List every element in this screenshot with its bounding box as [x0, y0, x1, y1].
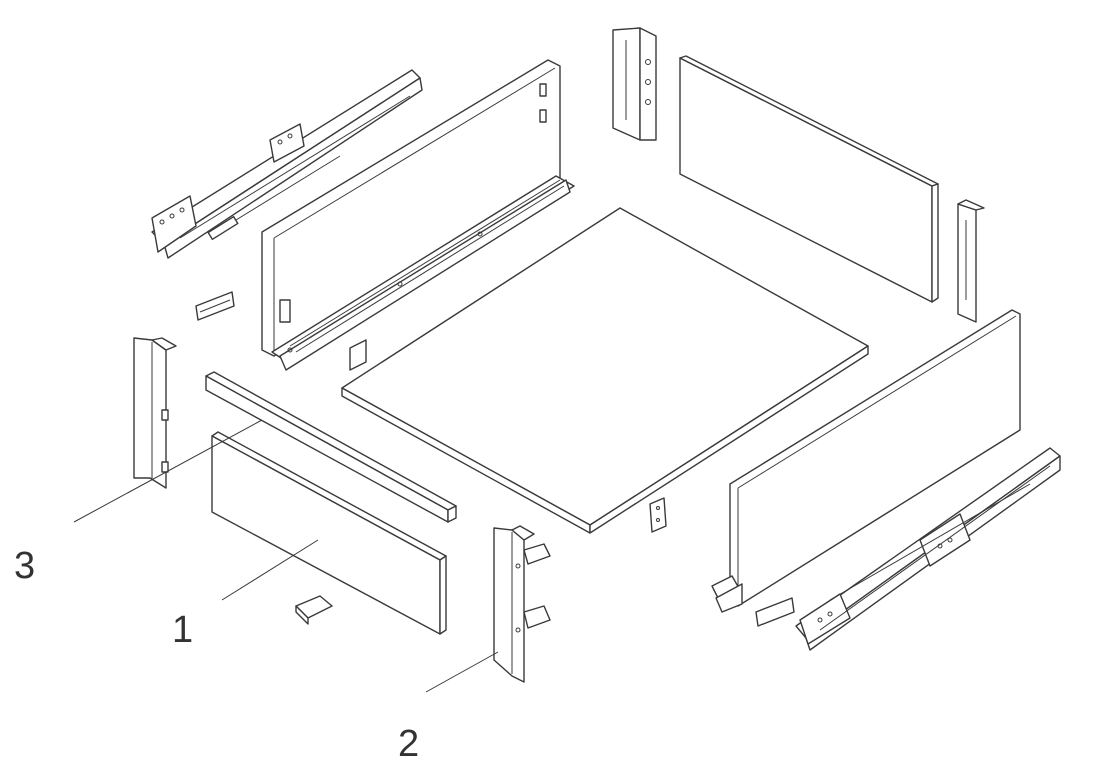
drawer-bottom-panel: [341, 207, 869, 534]
right-runner: [795, 447, 1061, 651]
leader-line-3: [73, 419, 263, 523]
small-plate: [649, 497, 667, 533]
small-tab-rear: [349, 339, 367, 371]
leader-line-2: [425, 651, 499, 693]
back-panel: [679, 55, 939, 303]
leader-line-1: [221, 539, 319, 601]
clip-front: [295, 595, 333, 625]
callout-label-2: 2: [398, 723, 419, 759]
front-rail-bar: [205, 371, 457, 523]
front-bracket-right: [493, 525, 551, 683]
callout-label-1: 1: [172, 609, 193, 651]
callout-label-3: 3: [14, 545, 35, 587]
rear-connector-right: [957, 199, 985, 323]
front-bracket-left: [133, 337, 177, 489]
rear-connector-left: [612, 27, 657, 141]
left-runner: [151, 69, 423, 259]
clip-left: [195, 291, 235, 321]
right-side-wall: [711, 309, 1021, 613]
clip-right: [755, 597, 795, 627]
left-side-wall: [261, 59, 575, 371]
front-panel: [211, 431, 447, 635]
